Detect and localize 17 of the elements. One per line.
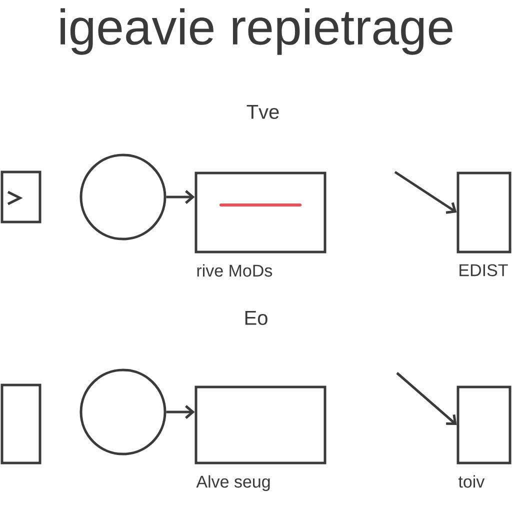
arrow bbox=[166, 405, 195, 419]
circle bbox=[80, 368, 166, 456]
arrow bbox=[396, 372, 457, 425]
box-caption: toiv bbox=[458, 475, 485, 488]
box bbox=[194, 386, 326, 464]
title: igeavie repietrage bbox=[60, 8, 452, 55]
box-caption: Alve seug bbox=[196, 475, 270, 492]
box bbox=[456, 386, 512, 464]
arrow bbox=[166, 190, 195, 204]
box bbox=[456, 172, 512, 254]
label: Eo bbox=[245, 311, 268, 325]
box bbox=[0, 384, 42, 464]
box-caption: EDIST bbox=[460, 264, 508, 276]
circle bbox=[80, 154, 166, 240]
box-caption: rive MoDs bbox=[197, 264, 272, 277]
arrow bbox=[394, 170, 457, 214]
label: Tve bbox=[246, 105, 279, 119]
